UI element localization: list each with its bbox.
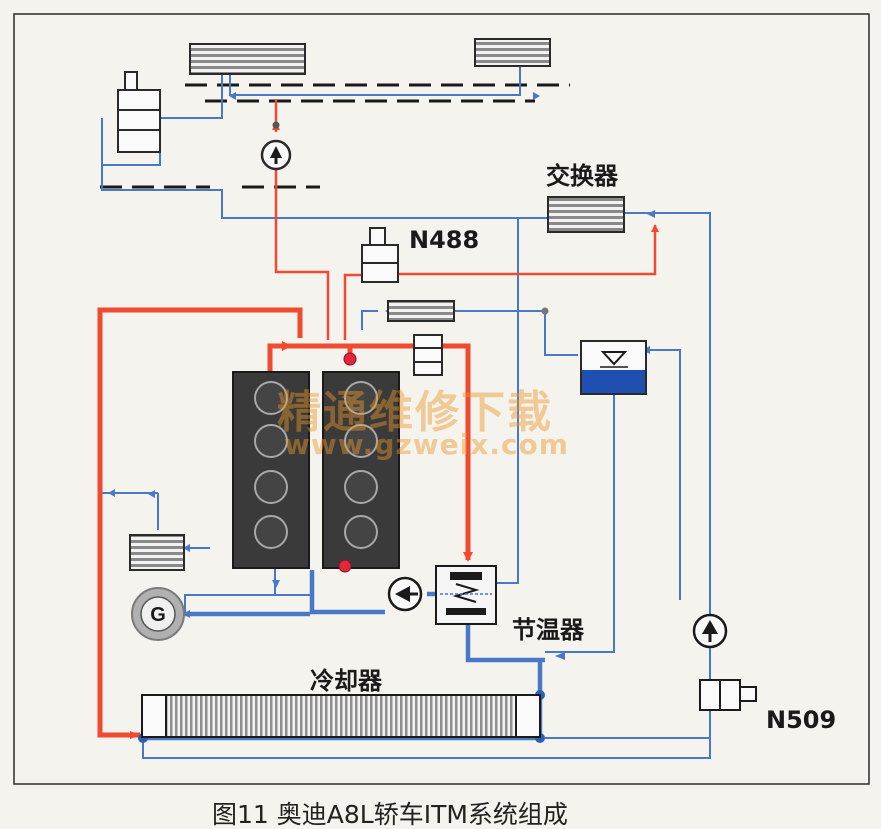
auxiliary-pump-right [692, 613, 728, 649]
watermark-title: 精通维修下载 [277, 387, 553, 438]
oil-cooler [387, 300, 455, 322]
arrow-up-icon [651, 224, 659, 232]
heat-exchanger-label: 交换器 [546, 162, 618, 190]
thermostat [435, 565, 497, 625]
arrow-right-icon [130, 731, 140, 739]
valve-n488 [361, 227, 399, 283]
main-radiator [141, 694, 541, 738]
arrow-left-icon [148, 490, 155, 498]
arrow-down-icon [98, 480, 102, 488]
heater-core-right [474, 38, 551, 67]
hot-coolant-lines [274, 100, 657, 340]
arrow-down-icon [272, 580, 280, 588]
engine-block-left [232, 371, 310, 569]
auxiliary-pump-top [260, 139, 292, 171]
radiator-label: 冷却器 [310, 667, 382, 695]
expansion-tank [580, 340, 647, 395]
arrow-left-icon [647, 210, 655, 218]
temperature-sensors [338, 352, 357, 573]
valve-n488-label: N488 [409, 226, 480, 254]
valve-n509 [699, 679, 757, 711]
cylinder-head-valve [413, 334, 443, 376]
figure-caption: 图11 奥迪A8L轿车ITM系统组成 [212, 800, 568, 829]
arrow-left-icon [555, 652, 565, 660]
watermark-url: www.gzweix.com [284, 428, 569, 461]
transmission-cooler [129, 534, 185, 571]
arrow-left-icon [183, 544, 190, 552]
dashed-separators [100, 83, 570, 189]
main-water-pump [387, 576, 423, 612]
figure-frame [13, 13, 870, 785]
arrow-left-icon [183, 610, 190, 618]
arrow-left-icon [229, 92, 236, 100]
heater-core-left [189, 43, 306, 75]
generator: G [131, 587, 185, 641]
thermostat-label: 节温器 [512, 616, 584, 644]
arrow-right-icon [533, 92, 540, 100]
arrow-right-icon [282, 341, 292, 351]
engine-block-right [322, 371, 400, 569]
svg-text:G: G [150, 604, 166, 626]
arrow-left-icon [108, 489, 115, 497]
heater-control-valve [117, 71, 161, 153]
heat-exchanger [547, 196, 625, 233]
arrow-down-icon [463, 552, 473, 562]
valve-n509-label: N509 [766, 706, 837, 734]
